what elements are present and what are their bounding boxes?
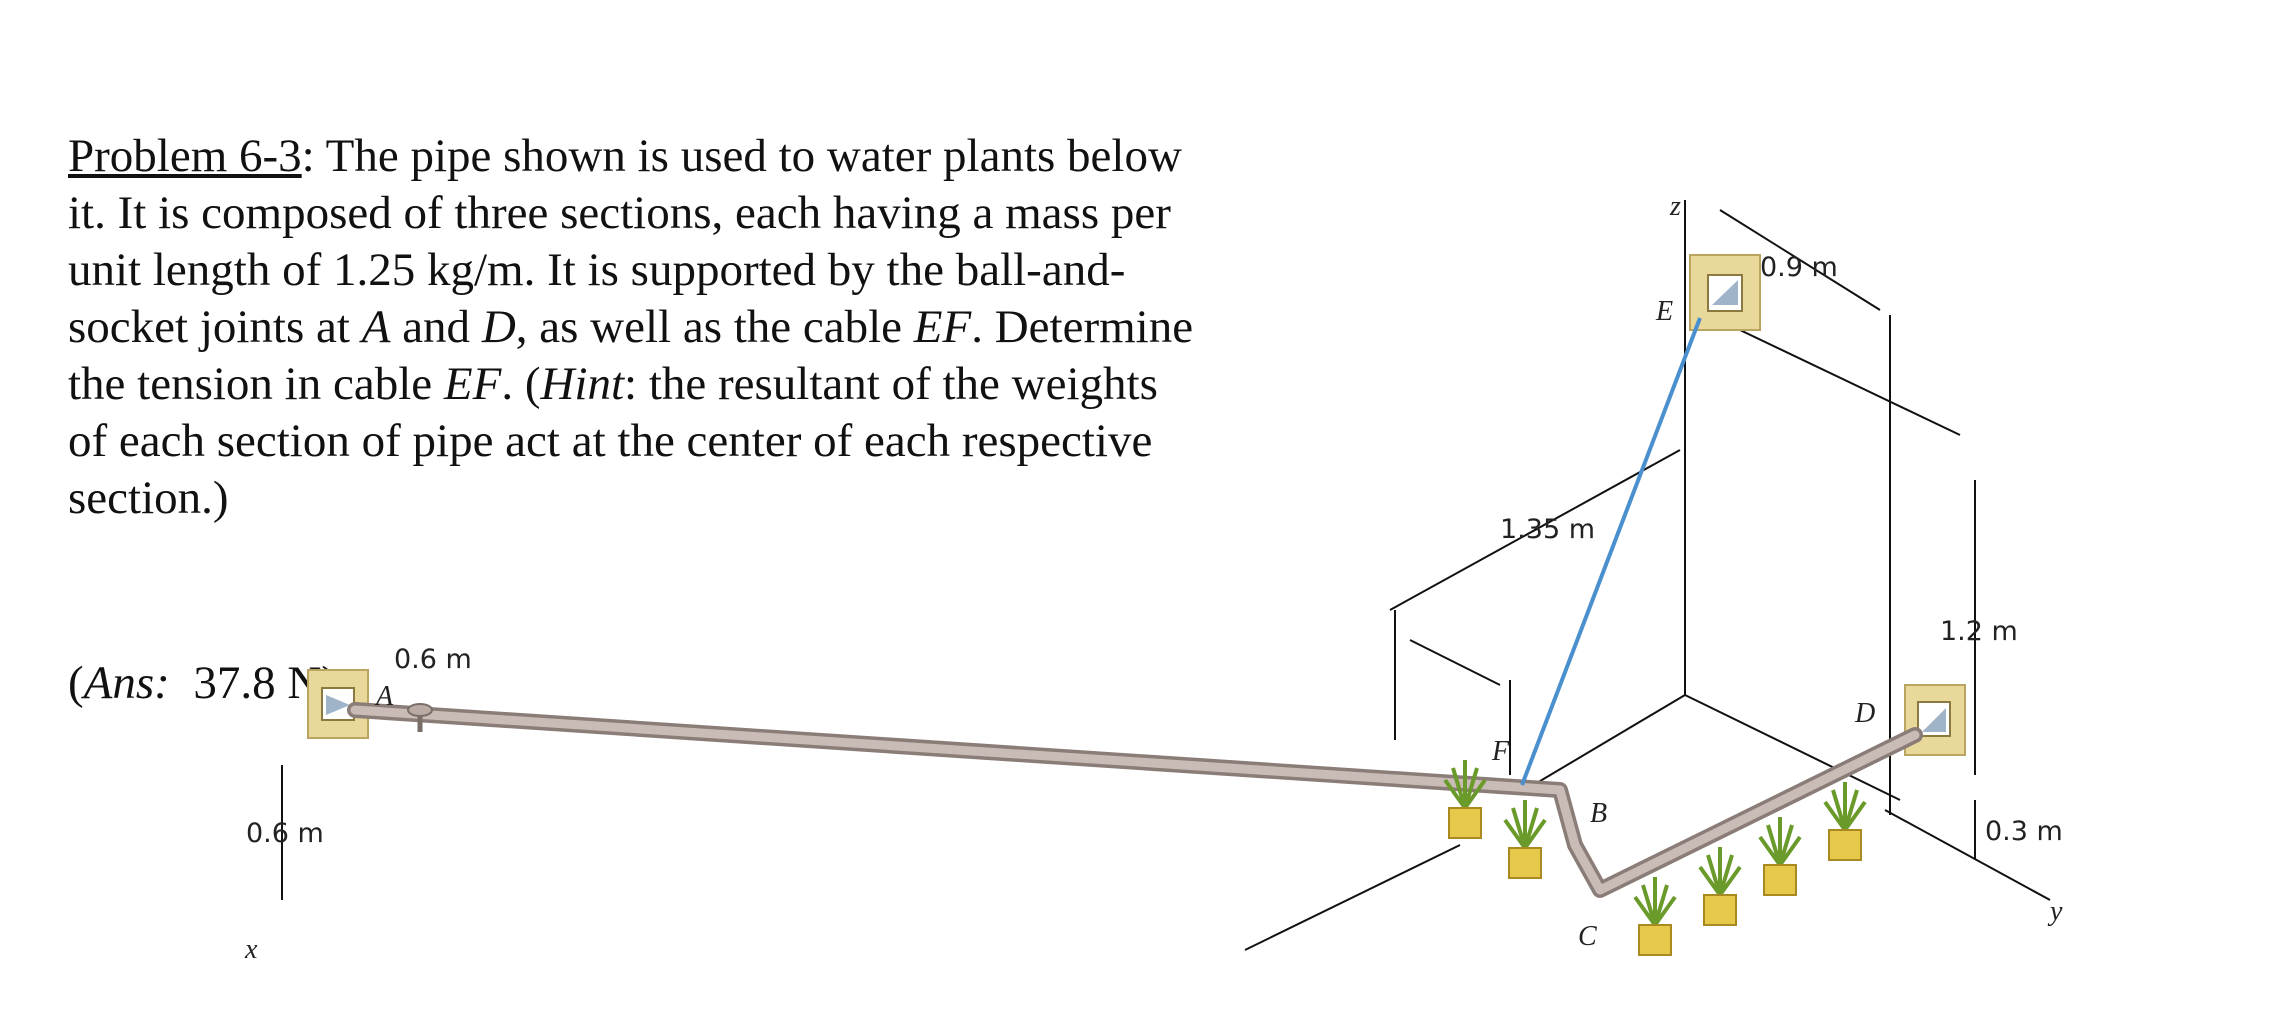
dim-line-09 [1719,209,1881,311]
valve-icon [407,703,433,732]
pipe [347,702,1923,898]
dim-text-09: 0.9 m [1760,252,1838,283]
y-axis-label: y [2047,896,2063,927]
x-axis-line [1244,844,1461,951]
problem-sentence: . Determine the tension in cable [68,301,1194,410]
cable-ef-ref: EF [443,358,502,410]
point-d-label: D [1854,698,1875,729]
problem-statement: Problem 6-3: The pipe shown is used to w… [68,128,1208,527]
point-f-label: F [1491,736,1510,767]
problem-title: Problem 6-3 [68,130,302,182]
answer-label: Ans: [83,657,170,709]
plants [1443,760,1867,956]
wall-top-line [1739,329,1961,436]
plant-icon [1758,817,1802,896]
problem-sentence: . ( [501,358,541,410]
problem-text: Problem 6-3: The pipe shown is used to w… [68,128,1208,527]
dim-text-03: 0.3 m [1985,816,2063,847]
point-d-ref: D [481,301,516,353]
dim-text-06top: 0.6 m [394,644,472,675]
dim-text-135: 1.35 m [1500,514,1595,545]
problem-sentence: and [390,301,482,353]
plant-icon [1503,800,1547,879]
answer-line: (Ans: 37.8 N) [68,657,337,709]
problem-sentence: , as well as the cable [515,301,914,353]
problem-sentence: : the resultant of the weights of each s… [68,358,1158,524]
point-e-label: E [1655,296,1673,327]
frame-lines [1244,200,2051,951]
y-axis-line [1884,809,2051,901]
x-axis-label: x [244,934,258,965]
cable-ef-ref: EF [913,301,972,353]
problem-sentence: : The pipe shown is used to water plants… [68,130,1182,353]
plant-icon [1633,877,1677,956]
bracket-e [1689,254,1761,331]
dim-text-12: 1.2 m [1940,616,2018,647]
dimension-lines [281,209,1976,900]
point-a-ref: A [361,301,391,353]
plant-icon [1823,782,1867,861]
point-b-label: B [1590,798,1607,829]
point-c-label: C [1578,921,1597,952]
floor-line-y [1684,694,1901,801]
floor-line-x [1524,694,1686,791]
plant-icon [1698,847,1742,926]
plant-icon [1443,760,1487,839]
dim-text-06left: 0.6 m [246,818,324,849]
point-a-label: A [374,681,394,712]
bracket-d [1904,684,1966,756]
dim-line-135 [1389,449,1681,611]
hint-label: Hint [540,358,625,410]
dim-line-06top [1409,639,1501,686]
cable-ef [1520,317,1702,786]
z-axis-label: z [1669,191,1681,222]
answer-value: 37.8 N [193,657,322,709]
